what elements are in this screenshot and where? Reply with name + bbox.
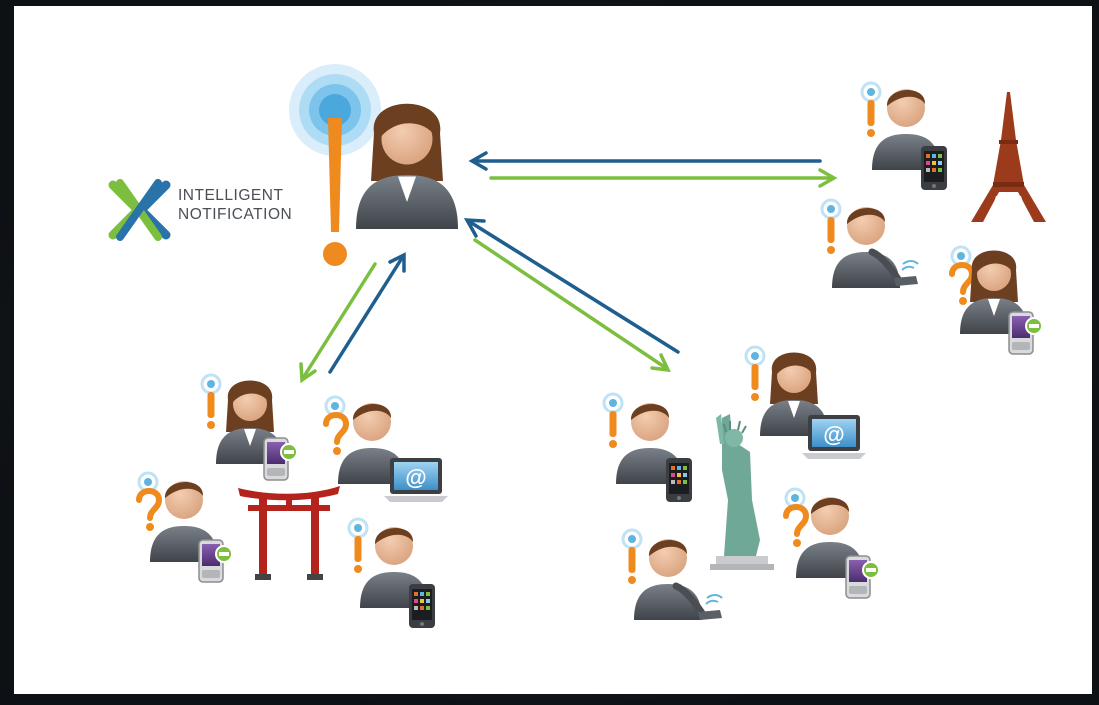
alert-question-icon [786, 489, 806, 547]
arrow-from-new-york [463, 218, 680, 354]
arrow-to-new-york [473, 238, 671, 373]
intelligent-notification-logo-icon [108, 179, 171, 241]
recipient-group-new-york [602, 345, 880, 620]
alert-question-icon [952, 247, 972, 305]
pager-icon [198, 539, 233, 583]
pager-icon [845, 555, 880, 599]
eiffel-tower-icon [971, 92, 1046, 222]
recipient-group-tokyo [139, 373, 448, 628]
statue-of-liberty-icon [710, 414, 774, 570]
smartphone-icon [409, 584, 435, 628]
sender-signal-icon [289, 64, 381, 266]
alert-question-icon [139, 473, 159, 531]
alert-excl-icon [602, 392, 624, 450]
alert-excl-icon [200, 373, 222, 431]
alert-excl-icon [621, 528, 643, 586]
logo-line-2: NOTIFICATION [178, 206, 293, 223]
pager-icon [1008, 311, 1043, 355]
laptop-at-icon [802, 415, 866, 459]
arrow-from-tokyo [328, 252, 406, 374]
arrow-to-paris [489, 168, 838, 188]
torii-gate-icon [238, 486, 340, 580]
recipient-person-icon [634, 539, 702, 620]
recipient-person-icon [832, 207, 900, 288]
arrow-to-tokyo [299, 262, 377, 384]
laptop-at-icon [384, 458, 448, 502]
alert-excl-icon [347, 517, 369, 575]
recipient-group-paris [820, 81, 1046, 355]
flow-arrows [299, 151, 838, 384]
arrow-from-paris [468, 151, 822, 171]
alert-excl-icon [744, 345, 766, 403]
smartphone-icon [921, 146, 947, 190]
logo-wordmark: INTELLIGENT NOTIFICATION [178, 186, 292, 224]
pager-icon [263, 437, 298, 481]
smartphone-icon [666, 458, 692, 502]
alert-question-icon [326, 397, 346, 455]
alert-excl-icon [860, 81, 882, 139]
logo-line-1: INTELLIGENT [178, 187, 284, 204]
alert-excl-icon [820, 198, 842, 256]
